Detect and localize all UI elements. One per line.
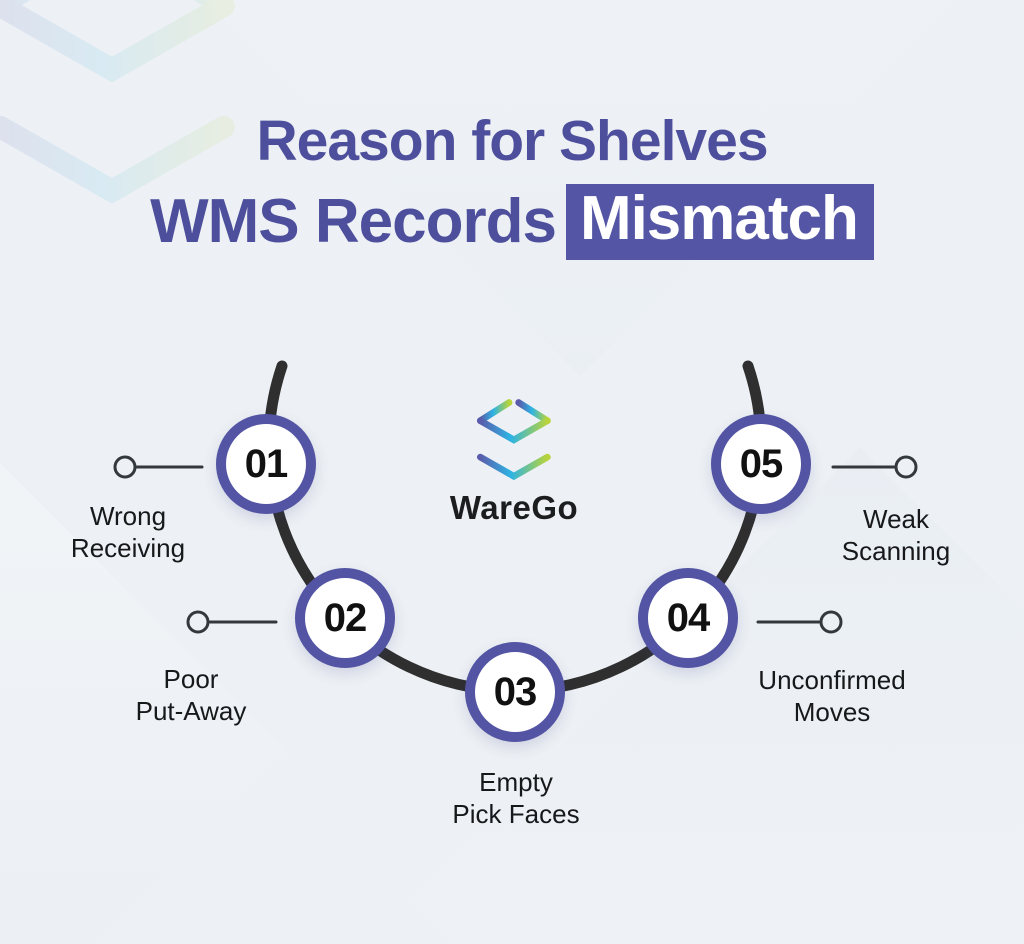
reason-label-5-line-1: Weak: [862, 504, 929, 534]
reason-number-2: 02: [323, 595, 367, 640]
warego-logo-text: WareGo: [449, 489, 579, 526]
connector-dot-1: [113, 455, 137, 479]
reason-node-3: 03: [465, 642, 565, 742]
reason-node-1: 01: [216, 414, 316, 514]
page-title: Reason for Shelves WMS Records Mismatch: [0, 109, 1024, 260]
reason-label-3-line-2: Pick Faces: [452, 799, 580, 830]
reason-label-4-line-1: Unconfirmed: [758, 665, 906, 695]
reason-number-5: 05: [739, 441, 783, 486]
title-line-2: WMS Records Mismatch: [0, 183, 1024, 260]
reason-node-4: 04: [638, 568, 738, 668]
connector-dot-4: [819, 610, 843, 634]
connector-dot-2: [186, 610, 210, 634]
reason-label-1-line-2: Receiving: [70, 533, 186, 564]
reason-label-1-line-1: Wrong: [89, 501, 167, 531]
title-line-2-prefix: WMS Records: [150, 187, 557, 257]
reason-node-2: 02: [295, 568, 395, 668]
reason-label-2: Poor Put-Away: [136, 663, 247, 727]
connector-dot-5: [894, 455, 918, 479]
title-highlight-badge: Mismatch: [565, 183, 874, 260]
warego-logo: WareGo: [450, 392, 578, 527]
reason-label-5-line-2: Scanning: [841, 536, 951, 567]
reason-number-1: 01: [244, 441, 288, 486]
warego-cube-icon: [477, 399, 551, 481]
reason-label-4: Unconfirmed Moves: [758, 664, 905, 728]
reason-label-2-line-2: Put-Away: [135, 696, 247, 727]
reason-label-4-line-2: Moves: [793, 697, 871, 728]
reason-number-4: 04: [666, 595, 710, 640]
reason-label-5: Weak Scanning: [842, 503, 950, 567]
title-line-1: Reason for Shelves: [256, 109, 768, 173]
reason-number-3: 03: [493, 669, 537, 714]
reason-label-2-line-1: Poor: [163, 664, 219, 694]
reason-label-1: Wrong Receiving: [71, 500, 185, 564]
reason-label-3: Empty Pick Faces: [452, 766, 579, 830]
reason-label-3-line-1: Empty: [479, 767, 553, 797]
reason-node-5: 05: [711, 414, 811, 514]
